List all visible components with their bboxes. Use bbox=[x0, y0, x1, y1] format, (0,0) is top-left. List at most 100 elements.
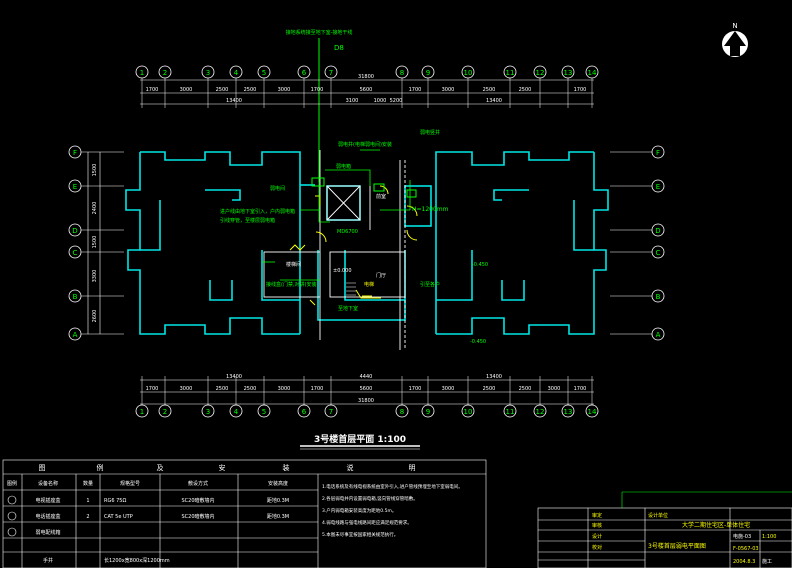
tb-drawing-no: 电施-03 bbox=[733, 533, 751, 540]
axis-bubble bbox=[395, 65, 409, 79]
dimension-label: 5200 bbox=[390, 98, 403, 104]
legend-table bbox=[2, 459, 487, 568]
axis-letter-B: B bbox=[73, 293, 78, 301]
legend-spec: CAT 5e UTP bbox=[104, 514, 133, 520]
dimension-label: 1500 bbox=[92, 164, 98, 177]
legend-col-header: 设备名称 bbox=[38, 480, 58, 487]
legend-note: 5.本图未尽事宜按国家相关规范执行。 bbox=[322, 531, 398, 538]
box-top-label: 弱电井(电梯弱电间)安装 bbox=[338, 141, 392, 148]
axis-bubble bbox=[651, 245, 665, 259]
dimension-label: 1700 bbox=[311, 87, 324, 93]
dimension-label: 2500 bbox=[519, 87, 532, 93]
axis-bubble bbox=[229, 404, 243, 418]
mid-label: MD6700 bbox=[337, 229, 358, 235]
dimension-label: 4440 bbox=[360, 374, 373, 380]
axis-number-1: 1 bbox=[140, 408, 144, 416]
axis-bubble bbox=[324, 65, 338, 79]
dimension-label: 1700 bbox=[409, 386, 422, 392]
axis-number-4: 4 bbox=[234, 69, 239, 77]
dimension-label: 3000 bbox=[180, 386, 193, 392]
left-tag: 接线盒(门禁,对讲)安装 bbox=[266, 281, 317, 288]
legend-qty: 2 bbox=[86, 514, 89, 520]
dimension-label: 2600 bbox=[92, 310, 98, 323]
axis-bubble bbox=[135, 65, 149, 79]
dimension-bottom bbox=[140, 379, 594, 405]
axis-number-12: 12 bbox=[536, 69, 545, 77]
tb-date: 2004.8.3 bbox=[733, 559, 755, 565]
legend-col-header: 图例 bbox=[7, 480, 17, 487]
dimension-label: 3000 bbox=[442, 87, 455, 93]
stair-label: 楼梯间 bbox=[286, 261, 301, 268]
building-plan bbox=[125, 151, 609, 335]
axis-bubble bbox=[68, 289, 82, 303]
axis-bubble bbox=[503, 404, 517, 418]
north-arrow-icon: N bbox=[722, 22, 748, 57]
dimension-label: 1700 bbox=[146, 87, 159, 93]
legend-header-char: 安 bbox=[219, 463, 226, 472]
dimension-label: 13400 bbox=[226, 374, 242, 380]
legend-note: 3.户内弱电箱安装高度为距地0.5m。 bbox=[322, 507, 396, 514]
weak-box-label: 弱电箱 bbox=[336, 163, 351, 170]
legend-symbol-icon bbox=[7, 511, 17, 521]
dimension-label: 1700 bbox=[146, 386, 159, 392]
axis-bubble bbox=[651, 145, 665, 159]
elevator-label: 电梯 bbox=[364, 281, 374, 288]
legend-method: SC20暗敷墙内 bbox=[181, 513, 214, 520]
axis-letter-B: B bbox=[656, 293, 661, 301]
top-note: 接地系统接至地下室-接地干线 bbox=[286, 29, 353, 36]
dimension-label: 1700 bbox=[574, 87, 587, 93]
dimension-label: 1700 bbox=[409, 87, 422, 93]
right-note-2: 引至各户 bbox=[420, 281, 440, 288]
axis-bubble bbox=[533, 404, 547, 418]
axis-bubble bbox=[257, 404, 271, 418]
axis-bubble bbox=[68, 145, 82, 159]
dimension-label: 2500 bbox=[244, 386, 257, 392]
north-label: N bbox=[732, 22, 737, 30]
axis-number-4: 4 bbox=[234, 408, 239, 416]
axis-number-14: 14 bbox=[588, 69, 597, 77]
stair-lines bbox=[346, 282, 356, 296]
axis-bubble bbox=[201, 404, 215, 418]
axis-letter-E: E bbox=[73, 183, 77, 191]
legend-symbol-icon bbox=[7, 495, 17, 505]
axis-number-7: 7 bbox=[329, 69, 333, 77]
axis-number-13: 13 bbox=[564, 69, 573, 77]
hall-label: 门厅 bbox=[376, 272, 386, 279]
axis-number-2: 2 bbox=[163, 408, 167, 416]
legend-note: 2.各层弱电井内设置弱电箱,竖向管线穿管暗敷。 bbox=[322, 495, 418, 502]
elev-3: -0.450 bbox=[470, 339, 486, 345]
legend-spec: 长1200x宽800x深1200mm bbox=[104, 557, 170, 564]
legend-method: SC20暗敷墙内 bbox=[181, 497, 214, 504]
front-room-label: 前室 bbox=[376, 193, 386, 200]
axis-number-3: 3 bbox=[206, 408, 210, 416]
legend-header: 图例及安装说明 bbox=[39, 463, 416, 472]
dimension-label: 3000 bbox=[548, 386, 561, 392]
dimension-label: 13400 bbox=[486, 98, 502, 104]
interior-walls bbox=[263, 150, 406, 350]
axis-bubble bbox=[201, 65, 215, 79]
dimension-label: 5600 bbox=[360, 386, 373, 392]
legend-note: 4.弱电线路与强电线路间距应满足规范要求。 bbox=[322, 519, 412, 526]
legend-col-header: 敷设方式 bbox=[188, 480, 208, 487]
legend-name: 电话插座盒 bbox=[35, 513, 60, 520]
axis-letter-E: E bbox=[656, 183, 660, 191]
dimension-label: 13400 bbox=[226, 98, 242, 104]
legend-col-header: 规格型号 bbox=[120, 480, 140, 487]
axis-number-8: 8 bbox=[400, 69, 404, 77]
dimension-label: 31800 bbox=[358, 398, 374, 404]
dimension-label: 2500 bbox=[483, 87, 496, 93]
axis-number-14: 14 bbox=[588, 408, 597, 416]
axis-bubble bbox=[68, 179, 82, 193]
dimension-label: 3000 bbox=[180, 87, 193, 93]
axis-bubble bbox=[561, 65, 575, 79]
legend-col-header: 安装高度 bbox=[268, 480, 288, 487]
axis-number-13: 13 bbox=[564, 408, 573, 416]
weak-box-symbol bbox=[311, 177, 325, 187]
tb-drawing: 3号楼首层弱电平面图 bbox=[648, 542, 706, 550]
legend-column-headers: 图例设备名称数量规格型号敷设方式安装高度 bbox=[7, 480, 288, 487]
legend-header-char: 说 bbox=[347, 463, 354, 472]
